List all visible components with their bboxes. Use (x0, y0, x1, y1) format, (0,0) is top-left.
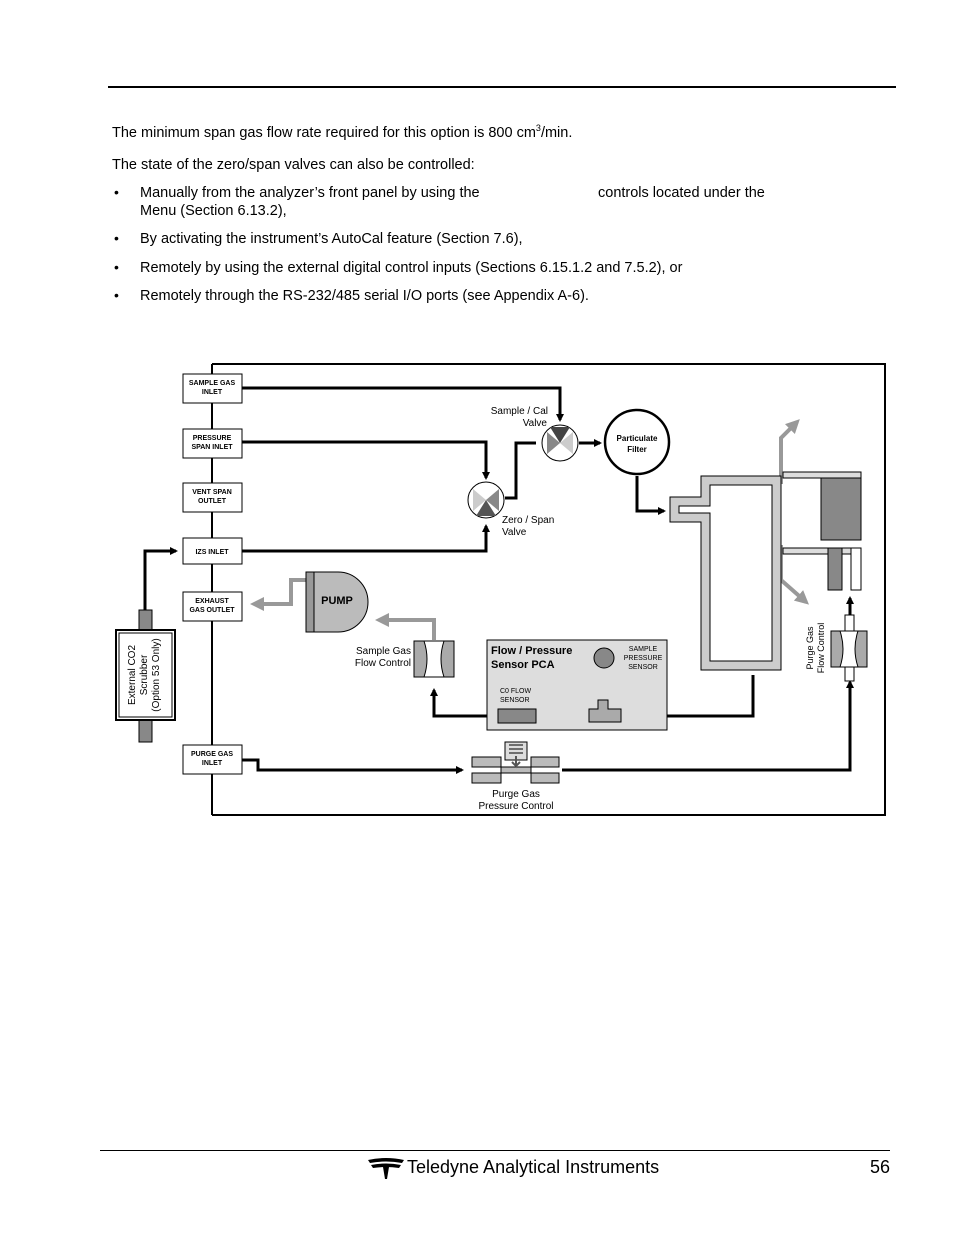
flow-sensor (497, 708, 537, 724)
particulate-filter-label: Filter (627, 445, 647, 454)
purge-pressure-control-label: Pressure Control (478, 801, 553, 812)
port-label: OUTLET (198, 498, 227, 505)
zero-span-valve-label: Valve (502, 527, 527, 538)
pump: PUMP (305, 571, 369, 633)
para1-text-end: /min. (540, 124, 573, 141)
bullet-4-text: Remotely through the RS-232/485 serial I… (140, 288, 589, 304)
bullet-dot: • (114, 287, 119, 303)
co2-scrubber: External CO2 Scrubber (Option 53 Only) (115, 609, 176, 743)
port-label: SPAN INLET (191, 444, 233, 451)
sample-pressure-sensor (593, 647, 615, 669)
bullet-2-text: By activating the instrument’s AutoCal f… (140, 231, 523, 247)
purge-flow-control (830, 614, 868, 682)
flow-sensor-label: C0 FLOW (500, 688, 532, 695)
port-label: IZS INLET (195, 549, 229, 556)
pca-label: Flow / Pressure (491, 645, 572, 657)
port-purge-gas-inlet: PURGE GAS INLET (182, 744, 243, 775)
page-number: 56 (870, 1157, 891, 1177)
purge-pressure-control-label: Purge Gas (492, 789, 540, 800)
valve-control-intro: The state of the zero/span valves can al… (112, 157, 475, 173)
particulate-filter-label: Particulate (617, 434, 658, 443)
bullet-dot: • (114, 184, 119, 200)
sample-cal-valve-label: Valve (523, 418, 548, 429)
para1-text: The minimum span gas flow rate required … (112, 124, 536, 141)
flow-pressure-sensor-pca: Flow / Pressure Sensor PCA SAMPLE PRESSU… (486, 639, 668, 731)
purge-flow-control-label: Purge Gas (805, 626, 815, 670)
pressure-sensor-label: PRESSURE (624, 655, 663, 662)
para1-superscript: 3 (535, 123, 541, 133)
exhaust-lines (250, 419, 810, 640)
scrubber-label: (Option 53 Only) (151, 638, 162, 711)
scrubber-label: External CO2 (127, 645, 138, 705)
port-label: INLET (202, 760, 223, 767)
bullet-1-text-b: controls located under the (598, 185, 765, 201)
flow-lines (143, 386, 854, 774)
footer-company: Teledyne Analytical Instruments (407, 1157, 660, 1177)
pressure-sensor-label: SAMPLE (629, 646, 658, 653)
zero-span-valve-label: Zero / Span (502, 515, 554, 526)
sample-flow-control (413, 640, 455, 678)
sample-cal-valve-label: Sample / Cal (491, 406, 548, 417)
port-izs-inlet: IZS INLET (182, 537, 243, 565)
bullet-1-text-a: Manually from the analyzer’s front panel… (140, 185, 480, 201)
pressure-sensor-label: SENSOR (628, 664, 658, 671)
port-label: EXHAUST (195, 598, 229, 605)
port-pressure-span-inlet: PRESSURE SPAN INLET (182, 428, 243, 459)
sample-cal-valve (541, 424, 579, 462)
port-vent-span-outlet: VENT SPAN OUTLET (182, 482, 243, 513)
pressure-tee (588, 699, 622, 723)
bullet-dot: • (114, 259, 119, 275)
purge-pressure-control (471, 741, 560, 784)
bench-assembly (782, 471, 862, 591)
particulate-filter: Particulate Filter (603, 408, 671, 476)
purge-flow-control-label: Flow Control (816, 623, 826, 674)
port-label: PURGE GAS (191, 751, 233, 758)
port-exhaust-gas-outlet: EXHAUST GAS OUTLET (182, 591, 243, 622)
pca-label: Sensor PCA (491, 659, 555, 671)
pump-label: PUMP (321, 595, 353, 607)
bullet-1-text-line2: Menu (Section 6.13.2), (140, 203, 287, 219)
port-label: INLET (202, 389, 223, 396)
port-label: VENT SPAN (192, 489, 232, 496)
span-flow-paragraph: The minimum span gas flow rate required … (112, 119, 572, 142)
teledyne-logo-icon (368, 1158, 404, 1179)
zero-span-valve (467, 481, 505, 519)
port-sample-gas-inlet: SAMPLE GAS INLET (182, 373, 243, 404)
scrubber-label: Scrubber (139, 654, 150, 695)
sensor-chamber (669, 475, 782, 671)
port-label: SAMPLE GAS (189, 380, 236, 387)
sample-flow-control-label: Flow Control (355, 658, 411, 669)
bullet-dot: • (114, 230, 119, 246)
header-rule (108, 86, 896, 88)
flow-sensor-label: SENSOR (500, 697, 530, 704)
port-label: GAS OUTLET (189, 607, 235, 614)
sample-flow-control-label: Sample Gas (356, 646, 411, 657)
bullet-3-text: Remotely by using the external digital c… (140, 260, 683, 276)
port-label: PRESSURE (193, 435, 232, 442)
footer-rule (100, 1150, 890, 1151)
